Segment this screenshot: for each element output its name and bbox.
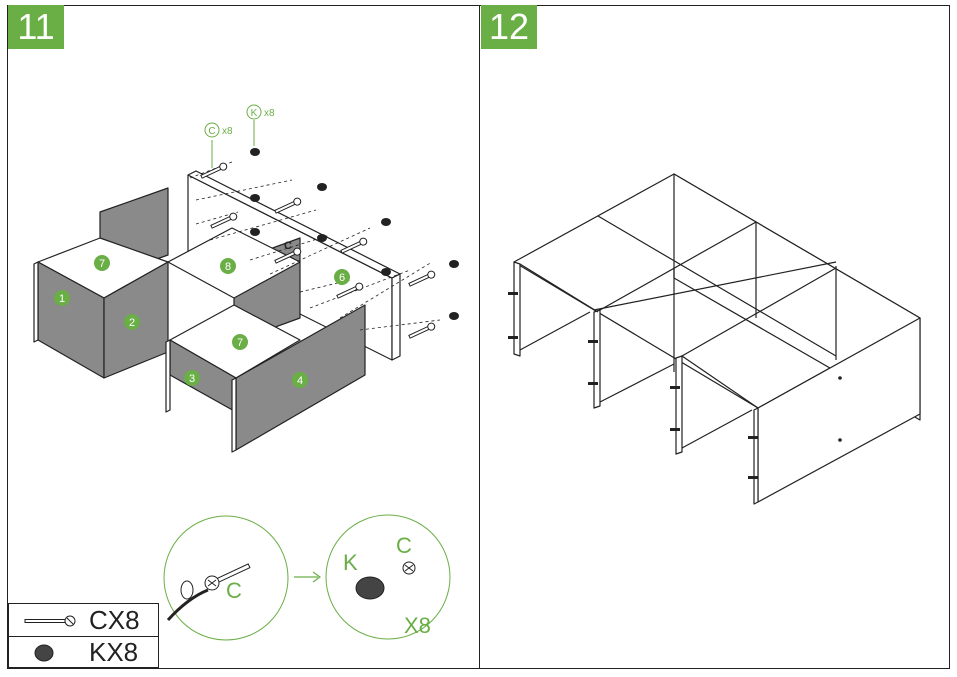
- screw-icon: [200, 162, 228, 179]
- inline-c-label: C: [284, 240, 292, 252]
- part-number-2: 2: [129, 317, 135, 329]
- screw-icon: [340, 237, 368, 254]
- cap-icon: [449, 312, 459, 320]
- callout-k-count: x8: [264, 108, 275, 119]
- screw-icon: [24, 615, 76, 627]
- legend-row-cap: KX8: [9, 636, 158, 668]
- part-number-3: 3: [189, 373, 195, 385]
- cap-icon: [250, 228, 260, 236]
- part-number-7-right: 7: [237, 337, 243, 349]
- cap-icon: [250, 194, 260, 202]
- cap-icon: [317, 234, 327, 242]
- callout-c-circle: [204, 122, 220, 138]
- legend-screw-label: CX8: [89, 605, 140, 635]
- detail-right-count: X8: [404, 613, 431, 638]
- screw-icon: [336, 282, 364, 299]
- cap-icon: [449, 260, 459, 268]
- cap-icon: [381, 218, 391, 226]
- screw-icon: [408, 322, 436, 339]
- page-frame: [7, 5, 950, 669]
- cap-icon: [317, 183, 327, 191]
- callout-k-letter: K: [251, 108, 258, 119]
- hardware-legend: CX8 KX8: [8, 603, 159, 668]
- detail-right-k: K: [343, 550, 358, 575]
- screw-icon: [408, 270, 436, 287]
- cap-icon: [34, 644, 54, 662]
- part-number-8: 8: [225, 261, 231, 273]
- screw-icon: [274, 247, 302, 264]
- callout-c-letter: C: [208, 126, 215, 137]
- part-number-6: 6: [339, 272, 345, 284]
- screw-icon: [274, 197, 302, 214]
- callout-c-count: x8: [222, 126, 233, 137]
- legend-row-screw: CX8: [9, 604, 158, 637]
- step-divider: [479, 5, 480, 669]
- step-number-badge-12: 12: [481, 5, 537, 49]
- part-number-1: 1: [59, 293, 65, 305]
- cap-icon: [381, 268, 391, 276]
- step-number-badge-11: 11: [8, 5, 64, 49]
- legend-cap-label: KX8: [89, 637, 139, 667]
- callout-k-circle: [246, 104, 262, 120]
- detail-left-label: C: [226, 578, 242, 603]
- cap-icon: [250, 148, 260, 156]
- screw-icon: [210, 212, 238, 229]
- detail-circle-cap: [325, 514, 451, 640]
- cap-icon: [355, 576, 385, 600]
- part-number-7-left: 7: [99, 258, 105, 270]
- part-number-4: 4: [297, 375, 303, 387]
- detail-right-c: C: [396, 533, 412, 558]
